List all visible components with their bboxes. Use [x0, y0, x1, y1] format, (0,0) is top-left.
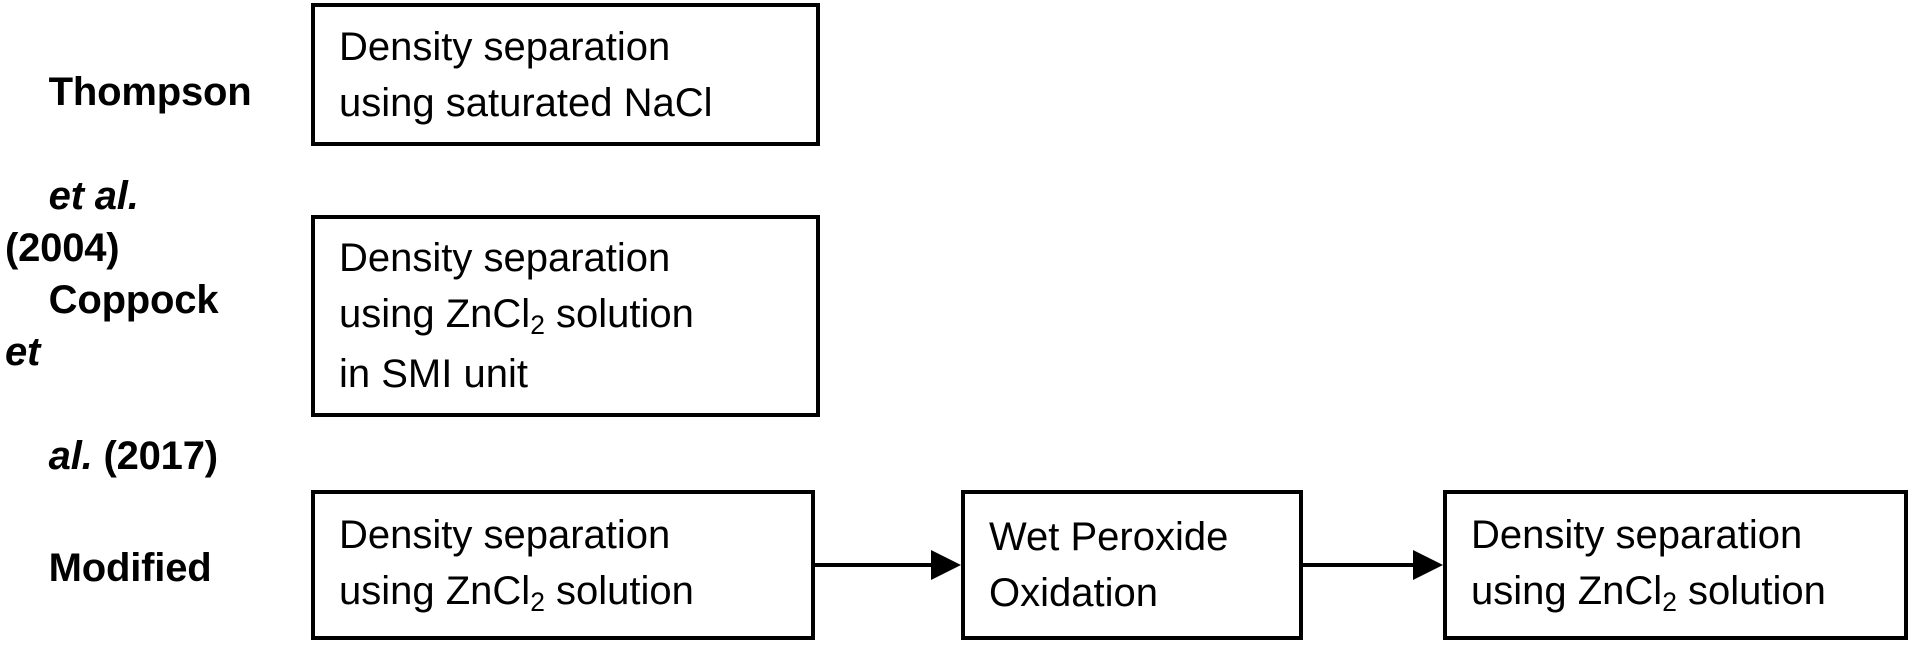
- subscript-2: 2: [530, 587, 545, 618]
- arrow-head-icon: [931, 550, 961, 580]
- process-box-masura-step-3[interactable]: Density separation using ZnCl2 solution: [1443, 490, 1908, 640]
- process-box-line-2-post: solution: [544, 292, 694, 336]
- process-box-line-1: Density separation: [1471, 513, 1803, 557]
- row-label-line-1: Modified: [48, 546, 212, 590]
- process-box-line-2: using ZnCl2 solution: [339, 286, 806, 346]
- subscript-2: 2: [530, 310, 545, 341]
- arrow-shaft: [1303, 563, 1417, 567]
- process-box-line-2-pre: using ZnCl: [1471, 569, 1663, 613]
- process-box-line-2-pre: Oxidation: [989, 571, 1158, 615]
- process-box-line-1: Density separation: [339, 236, 671, 280]
- process-box-line-2: using saturated NaCl: [339, 75, 806, 131]
- row-label-line-2-italic: et al.: [48, 174, 139, 218]
- row-label-line-2-rest: (2004): [5, 174, 150, 270]
- process-box-line-2: using ZnCl2 solution: [339, 563, 801, 623]
- arrow-shaft: [815, 563, 935, 567]
- process-box-line-1: Density separation: [339, 513, 671, 557]
- process-box-line-2-pre: using ZnCl: [339, 292, 531, 336]
- row-label-line-2-italic: al.: [48, 434, 93, 478]
- process-box-line-3: in SMI unit: [339, 352, 528, 396]
- row-label-line-1-italic: et: [5, 330, 41, 374]
- process-box-masura-step-2[interactable]: Wet Peroxide Oxidation: [961, 490, 1303, 640]
- process-box-line-2: Oxidation: [989, 565, 1289, 621]
- process-box-thompson-step-1[interactable]: Density separation using saturated NaCl: [311, 3, 820, 146]
- subscript-2: 2: [1662, 587, 1677, 618]
- row-label-thompson-2004: Thompson et al. (2004): [5, 14, 255, 326]
- process-box-line-2: using ZnCl2 solution: [1471, 563, 1894, 623]
- row-label-line-2-rest: (2017): [92, 434, 218, 478]
- process-box-line-2-pre: using ZnCl: [339, 569, 531, 613]
- process-box-line-2-pre: using saturated NaCl: [339, 80, 713, 125]
- process-box-line-2-post: solution: [544, 569, 694, 613]
- process-box-masura-step-1[interactable]: Density separation using ZnCl2 solution: [311, 490, 815, 640]
- process-box-line-2-post: solution: [1676, 569, 1826, 613]
- process-box-line-1: Wet Peroxide: [989, 515, 1229, 559]
- row-label-line-1-rest: Coppock: [48, 278, 230, 322]
- row-label-modified-masura-2015: Modified Masura et al. (2015): [5, 490, 255, 651]
- row-label-line-1: Thompson: [48, 70, 252, 114]
- row-label-coppock-2017: Coppock et al. (2017): [5, 222, 255, 534]
- arrow-head-icon: [1413, 550, 1443, 580]
- process-box-line-1: Density separation: [339, 24, 671, 69]
- process-box-coppock-step-1[interactable]: Density separation using ZnCl2 solution …: [311, 215, 820, 417]
